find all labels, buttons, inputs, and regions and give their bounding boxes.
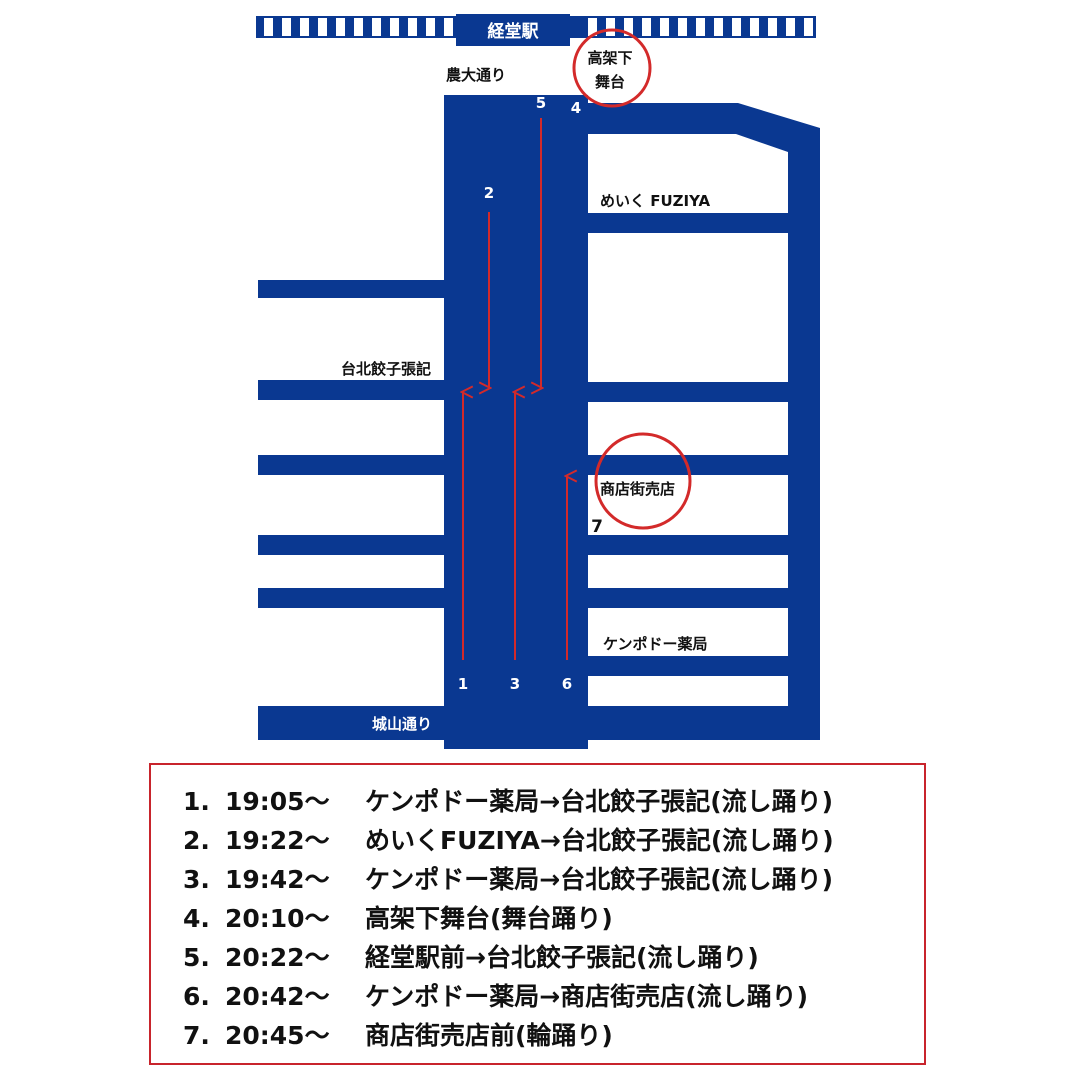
rail-tick — [624, 18, 633, 36]
schedule-row: 6. 20:42～ ケンポドー薬局→商店街売店(流し踊り) — [183, 978, 808, 1016]
rail-tick — [282, 18, 291, 36]
taipei-gyoza-label: 台北餃子張記 — [341, 360, 431, 378]
marker-7: 7 — [591, 517, 603, 537]
left-road-2 — [258, 380, 444, 400]
rail-tick — [336, 18, 345, 36]
rail-tick — [714, 18, 723, 36]
right-road-2 — [588, 382, 788, 402]
schedule-desc: ケンポドー薬局→商店街売店(流し踊り) — [365, 982, 809, 1011]
marker-4: 4 — [571, 99, 581, 117]
schedule-time: 19:22～ — [225, 826, 330, 855]
rail-tick — [732, 18, 741, 36]
schedule-time: 19:42～ — [225, 865, 330, 894]
schedule-desc: ケンポドー薬局→台北餃子張記(流し踊り) — [365, 787, 834, 816]
left-road-3 — [258, 455, 444, 475]
left-road-5 — [258, 588, 444, 608]
schedule-time: 20:45～ — [225, 1021, 330, 1050]
schedule-row: 2. 19:22～ めいくFUZIYA→台北餃子張記(流し踊り) — [183, 822, 834, 860]
rail-tick — [300, 18, 309, 36]
rail-tick — [696, 18, 705, 36]
schedule-time: 19:05～ — [225, 787, 330, 816]
right-road-6 — [588, 656, 788, 676]
station-name-box — [456, 14, 570, 46]
schedule-row: 4. 20:10～ 高架下舞台(舞台踊り) — [183, 900, 613, 938]
schedule-box: 1. 19:05～ ケンポドー薬局→台北餃子張記(流し踊り) 2. 19:22～ めいく… — [149, 763, 926, 1065]
left-road-4 — [258, 535, 444, 555]
schedule-time: 20:10～ — [225, 904, 330, 933]
rail-tick — [768, 18, 777, 36]
right-road-5 — [588, 588, 788, 608]
right-road-4 — [588, 535, 788, 555]
stage-label-line1: 高架下 — [587, 49, 632, 67]
right-road-1 — [588, 213, 788, 233]
rail-tick — [426, 18, 435, 36]
marker-2: 2 — [484, 184, 494, 202]
rail-tick — [390, 18, 399, 36]
marker-3: 3 — [510, 675, 520, 693]
shotengai-circle — [594, 432, 692, 530]
rail-tick — [588, 18, 597, 36]
rail-tick — [444, 18, 453, 36]
rail-tick — [318, 18, 327, 36]
shiroyama-road — [258, 706, 444, 740]
schedule-row: 1. 19:05～ ケンポドー薬局→台北餃子張記(流し踊り) — [183, 783, 833, 821]
schedule-desc: 高架下舞台(舞台踊り) — [365, 904, 613, 933]
rail-tick — [354, 18, 363, 36]
schedule-num: 1. — [183, 787, 210, 816]
schedule-desc: めいくFUZIYA→台北餃子張記(流し踊り) — [365, 826, 834, 855]
rail-tick — [678, 18, 687, 36]
rail-tick — [786, 18, 795, 36]
rail-tick — [804, 18, 813, 36]
right-road-bottom — [588, 706, 820, 740]
rail-tick — [660, 18, 669, 36]
schedule-num: 6. — [183, 982, 210, 1011]
left-road-1 — [258, 280, 444, 298]
upper-right-road — [588, 103, 820, 740]
schedule-num: 2. — [183, 826, 210, 855]
schedule-num: 5. — [183, 943, 210, 972]
rail-tick — [264, 18, 273, 36]
schedule-desc: 経堂駅前→台北餃子張記(流し踊り) — [365, 943, 759, 972]
rail-tick — [750, 18, 759, 36]
schedule-row: 7. 20:45～ 商店街売店前(輪踊り) — [183, 1017, 613, 1055]
schedule-time: 20:42～ — [225, 982, 330, 1011]
shiroyama-dori-label: 城山通り — [372, 715, 432, 733]
marker-1: 1 — [458, 675, 468, 693]
rail-tick — [606, 18, 615, 36]
stage-label-line2: 舞台 — [595, 73, 625, 91]
shotengai-baiten-label: 商店街売店 — [600, 480, 675, 498]
schedule-num: 4. — [183, 904, 210, 933]
schedule-desc: 商店街売店前(輪踊り) — [365, 1021, 613, 1050]
kenpodo-label: ケンポドー薬局 — [603, 635, 708, 653]
street-network — [258, 95, 820, 749]
schedule-row: 3. 19:42～ ケンポドー薬局→台北餃子張記(流し踊り) — [183, 861, 833, 899]
schedule-desc: ケンポドー薬局→台北餃子張記(流し踊り) — [365, 865, 834, 894]
station-name: 経堂駅 — [488, 21, 540, 42]
marker-6: 6 — [562, 675, 572, 693]
rail-tick — [642, 18, 651, 36]
rail-tick — [408, 18, 417, 36]
rail-tick — [372, 18, 381, 36]
nodai-dori-label: 農大通り — [446, 66, 506, 84]
schedule-row: 5. 20:22～ 経堂駅前→台北餃子張記(流し踊り) — [183, 939, 759, 977]
schedule-time: 20:22～ — [225, 943, 330, 972]
schedule-num: 3. — [183, 865, 210, 894]
stage-circle — [572, 28, 652, 108]
route-arrows — [463, 118, 567, 660]
meiku-fuziya-label: めいく FUZIYA — [600, 192, 711, 210]
marker-5: 5 — [536, 94, 546, 112]
schedule-num: 7. — [183, 1021, 210, 1050]
